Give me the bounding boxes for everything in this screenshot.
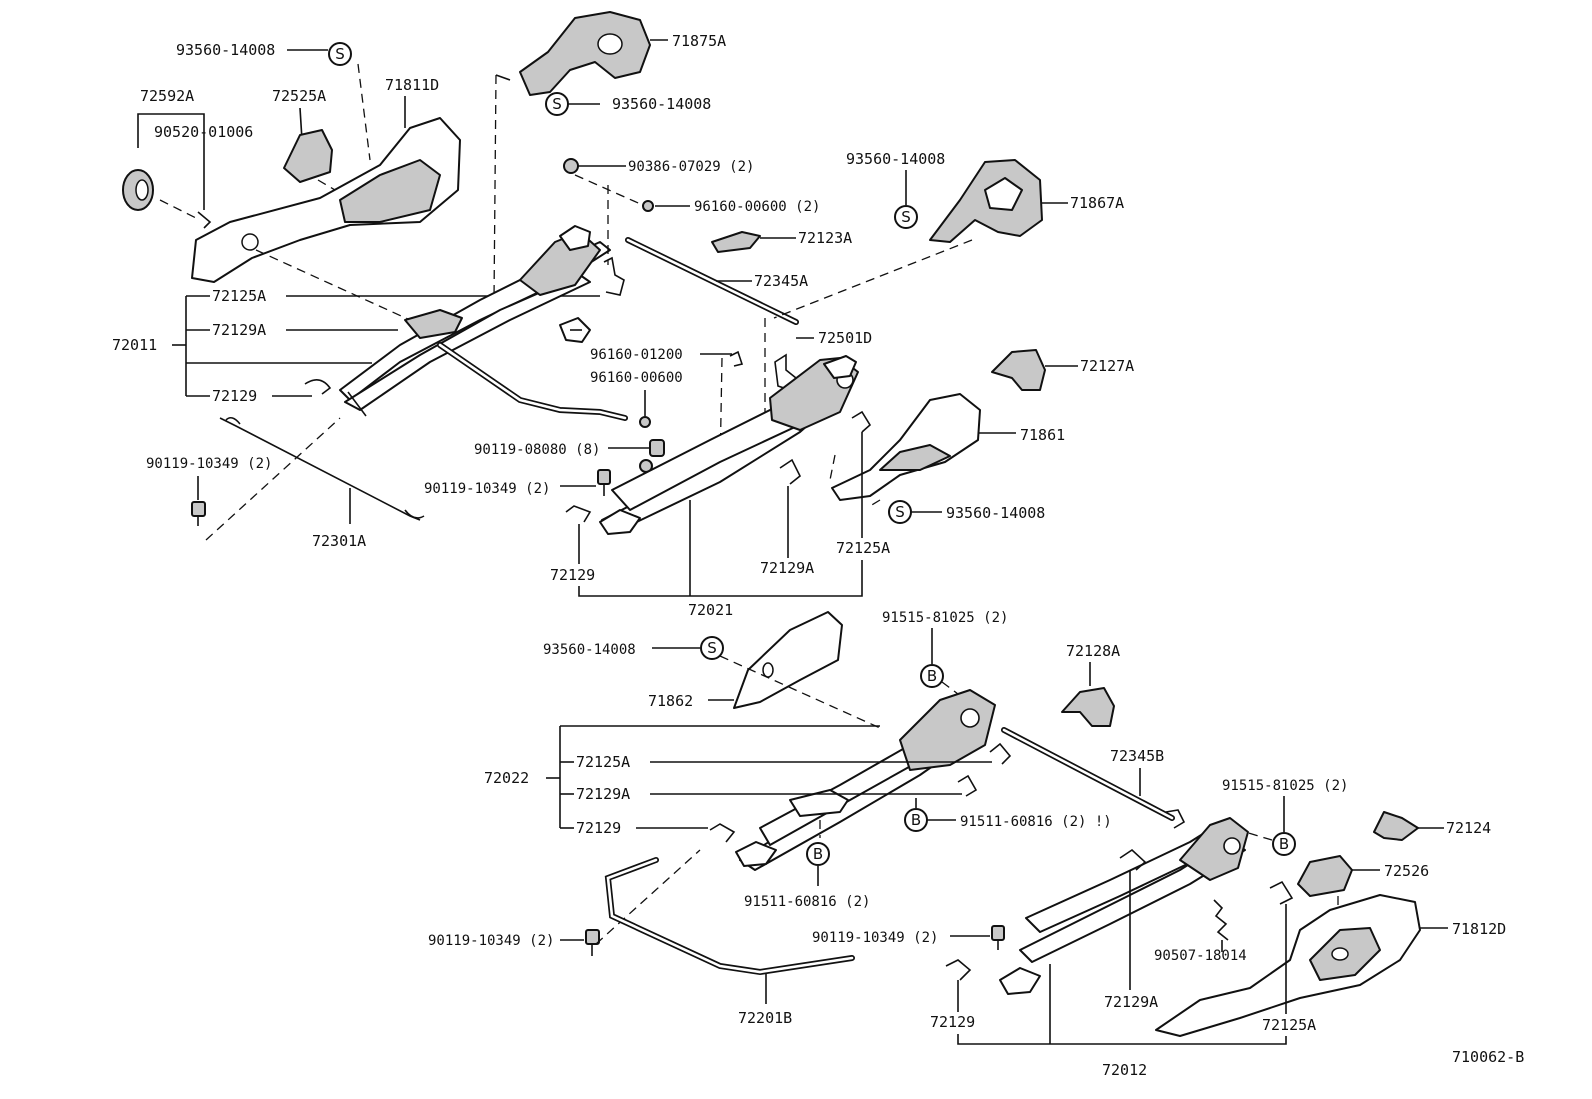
s-symbol: [328, 42, 352, 66]
callout-72129A-2: 72129A: [760, 559, 814, 577]
s-letter: S: [335, 45, 345, 63]
callout-93560-14008-d: 93560-14008: [946, 504, 1045, 522]
seat-cover-71812D: [1155, 894, 1421, 1037]
callout-91511-60816-b: 91511-60816 (2): [744, 894, 870, 910]
svg-text:B: B: [927, 667, 937, 685]
svg-text:S: S: [901, 208, 911, 226]
callout-90507-18014: 90507-18014: [1154, 948, 1247, 964]
callout-90119-08080: 90119-08080 (8): [474, 442, 600, 458]
callout-91515-81025-b: 91515-81025 (2): [1222, 778, 1348, 794]
callout-72125A-4: 72125A: [1262, 1016, 1316, 1034]
svg-text:S: S: [895, 503, 905, 521]
callout-72501D: 72501D: [818, 329, 872, 347]
callout-72012: 72012: [1102, 1061, 1147, 1079]
callout-72592A: 72592A: [140, 87, 194, 105]
part-72124: [1373, 811, 1419, 841]
callout-72123A: 72123A: [798, 229, 852, 247]
callout-71862: 71862: [648, 692, 693, 710]
callout-90119-10349-c: 90119-10349 (2): [428, 933, 554, 949]
callout-72301A: 72301A: [312, 532, 366, 550]
callout-71812D: 71812D: [1452, 920, 1506, 938]
callout-72011: 72011: [112, 336, 157, 354]
knob-72526: [1297, 855, 1353, 897]
callout-72345A: 72345A: [754, 272, 808, 290]
diagram-code: 710062-B: [1452, 1048, 1524, 1066]
callout-96160-01200: 96160-01200: [590, 347, 683, 363]
callout-90119-10349-a: 90119-10349 (2): [146, 456, 272, 472]
svg-text:B: B: [911, 811, 921, 829]
part-72128A: [1061, 687, 1115, 727]
callout-72022: 72022: [484, 769, 529, 787]
callout-72345B: 72345B: [1110, 747, 1164, 765]
callout-72526: 72526: [1384, 862, 1429, 880]
callout-71811D: 71811D: [385, 76, 439, 94]
callout-72125A-1: 72125A: [212, 287, 266, 305]
callout-72201B: 72201B: [738, 1009, 792, 1027]
callout-93560-14008-c: 93560-14008: [846, 150, 945, 168]
callout-91511-60816-a: 91511-60816 (2) !): [960, 814, 1112, 830]
callout-71867A: 71867A: [1070, 194, 1124, 212]
callout-72124: 72124: [1446, 819, 1491, 837]
callout-72129A-3: 72129A: [576, 785, 630, 803]
callout-72125A-2: 72125A: [836, 539, 890, 557]
callout-93560-14008-b: 93560-14008: [612, 95, 711, 113]
callout-90119-10349-d: 90119-10349 (2): [812, 930, 938, 946]
callout-72129-3: 72129: [576, 819, 621, 837]
callout-72129A-1: 72129A: [212, 321, 266, 339]
svg-text:S: S: [707, 639, 717, 657]
callout-72129-1: 72129: [212, 387, 257, 405]
knob-72525A: [283, 129, 333, 183]
callout-72129-4: 72129: [930, 1013, 975, 1031]
callout-72129-2: 72129: [550, 566, 595, 584]
callout-72129A-4: 72129A: [1104, 993, 1158, 1011]
callout-72125A-3: 72125A: [576, 753, 630, 771]
svg-text:B: B: [1279, 835, 1289, 853]
callout-96160-00600: 96160-00600: [590, 370, 683, 386]
callout-93560-14008-e: 93560-14008: [543, 642, 636, 658]
svg-text:S: S: [552, 95, 562, 113]
callout-96160-00600-2: 96160-00600 (2): [694, 199, 820, 215]
callout-72128A: 72128A: [1066, 642, 1120, 660]
callout-71861: 71861: [1020, 426, 1065, 444]
seat-cover-71862: [733, 611, 843, 709]
part-72123A: [711, 231, 761, 253]
callout-72127A: 72127A: [1080, 357, 1134, 375]
seat-track-72012: [1019, 837, 1246, 963]
part-72127A: [991, 349, 1046, 391]
callout-71875A: 71875A: [672, 32, 726, 50]
callout-72525A: 72525A: [272, 87, 326, 105]
bracket-cover-71875A: [519, 11, 651, 96]
seat-cover-71811D: [191, 117, 461, 283]
callout-90520-01006: 90520-01006: [154, 123, 253, 141]
bracket-cover-71867A: [929, 159, 1043, 243]
callout-72021: 72021: [688, 601, 733, 619]
callout-93560-14008: 93560-14008: [176, 41, 275, 59]
callout-90386-07029: 90386-07029 (2): [628, 159, 754, 175]
seat-cover-71861: [831, 393, 981, 501]
callout-91515-81025-a: 91515-81025 (2): [882, 610, 1008, 626]
svg-text:B: B: [813, 845, 823, 863]
callout-90119-10349-b: 90119-10349 (2): [424, 481, 550, 497]
